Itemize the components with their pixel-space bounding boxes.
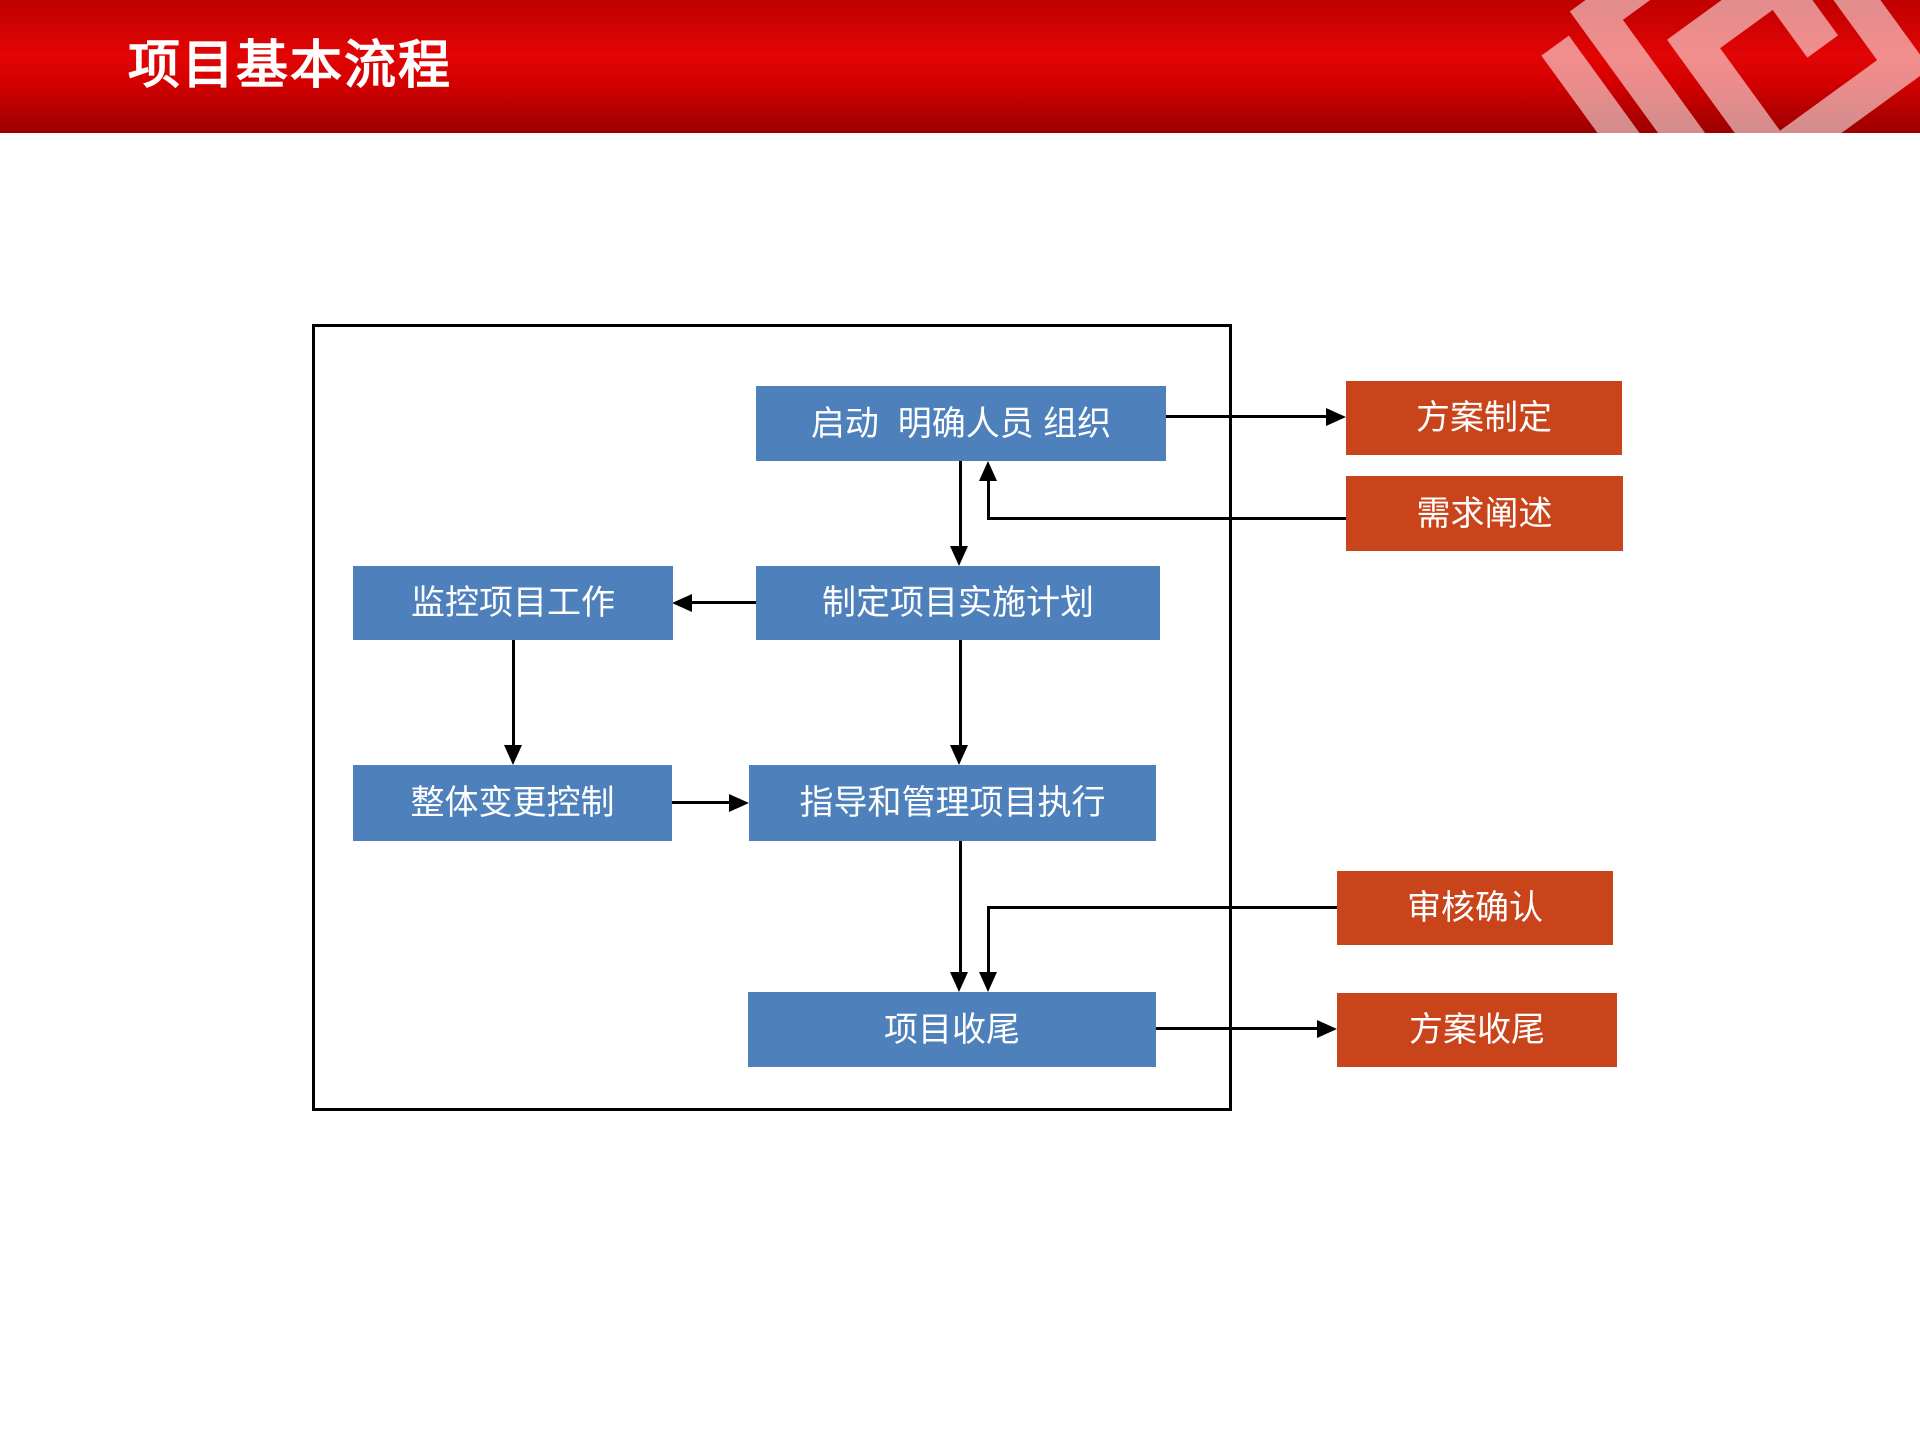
- flow-node-change: 整体变更控制: [353, 765, 672, 841]
- edge-execute-to-close-arrowhead: [950, 972, 968, 992]
- edge-execute-to-close-line: [959, 841, 962, 973]
- edge-close-to-scheme-close-arrowhead: [1317, 1020, 1337, 1038]
- edge-monitor-to-change-line: [512, 640, 515, 746]
- flow-node-start: 启动 明确人员 组织: [756, 386, 1166, 461]
- header-bar: 项目基本流程: [0, 0, 1920, 133]
- edge-change-to-execute-arrowhead: [729, 794, 749, 812]
- flow-node-plan: 制定项目实施计划: [756, 566, 1160, 640]
- edge-plan-to-execute-arrowhead: [950, 745, 968, 765]
- edge-plan-to-monitor-line: [692, 601, 756, 604]
- flow-node-monitor: 监控项目工作: [353, 566, 673, 640]
- edge-requirement-to-start-line-v: [987, 480, 990, 520]
- edge-start-to-plan-arrowhead: [950, 546, 968, 566]
- edge-start-to-plan-line: [959, 461, 962, 547]
- edge-review-to-close-line-h: [988, 906, 1337, 909]
- edge-monitor-to-change-arrowhead: [504, 745, 522, 765]
- flow-node-close: 项目收尾: [748, 992, 1156, 1067]
- flow-node-scheme-close: 方案收尾: [1337, 993, 1617, 1067]
- edge-requirement-to-start-arrowhead: [979, 461, 997, 481]
- edge-plan-to-execute-line: [959, 640, 962, 746]
- flow-node-review: 审核确认: [1337, 871, 1613, 945]
- flow-node-requirement: 需求阐述: [1346, 476, 1623, 551]
- edge-requirement-to-start-line-h: [988, 517, 1346, 520]
- page-title: 项目基本流程: [128, 36, 453, 95]
- flowchart-frame: [312, 324, 1232, 1111]
- edge-review-to-close-arrowhead: [979, 972, 997, 992]
- flow-node-execute: 指导和管理项目执行: [749, 765, 1156, 841]
- edge-start-to-scheme-make-arrowhead: [1326, 408, 1346, 426]
- edge-close-to-scheme-close-line: [1156, 1027, 1318, 1030]
- flow-node-scheme-make: 方案制定: [1346, 381, 1622, 455]
- edge-plan-to-monitor-arrowhead: [672, 594, 692, 612]
- edge-change-to-execute-line: [672, 801, 730, 804]
- edge-start-to-scheme-make-line: [1166, 415, 1328, 418]
- edge-review-to-close-line-v: [987, 906, 990, 973]
- square-spiral-logo-icon: [1541, 0, 1920, 133]
